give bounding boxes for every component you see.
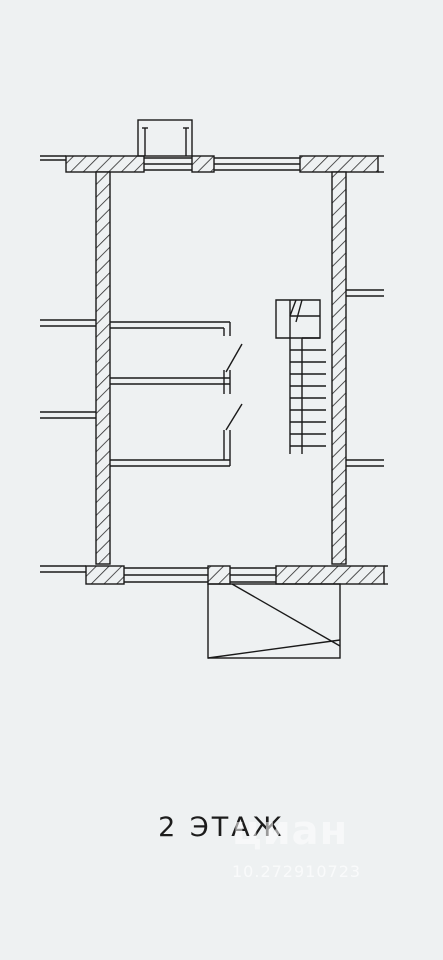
right-stub-walls bbox=[346, 289, 384, 467]
bottom-wall-left bbox=[85, 565, 125, 585]
watermark-logo: циан bbox=[232, 808, 349, 854]
bottom-window-right bbox=[230, 567, 276, 583]
top-window-right bbox=[214, 157, 300, 171]
partition-1 bbox=[110, 321, 231, 336]
bottom-wall-mid bbox=[207, 565, 231, 585]
balcony bbox=[207, 583, 341, 659]
vent-box bbox=[137, 119, 193, 157]
top-wall-mid bbox=[191, 155, 215, 173]
watermark-listing-id: 10.272910723 bbox=[232, 862, 362, 881]
bottom-wall-right bbox=[275, 565, 385, 585]
bottom-window-left bbox=[124, 567, 208, 583]
left-wall bbox=[95, 171, 111, 565]
top-wall-right bbox=[299, 155, 379, 173]
right-wall bbox=[331, 171, 347, 565]
partition-3 bbox=[110, 430, 231, 467]
top-window-left bbox=[144, 157, 192, 171]
partition-2 bbox=[110, 370, 231, 394]
left-stub-walls bbox=[40, 319, 96, 419]
top-wall-left bbox=[65, 155, 145, 173]
floor-caption: 2 ЭТАЖ bbox=[158, 812, 285, 843]
door-leaf-1 bbox=[225, 343, 243, 373]
staircase bbox=[275, 299, 326, 454]
door-leaf-2 bbox=[225, 403, 243, 431]
